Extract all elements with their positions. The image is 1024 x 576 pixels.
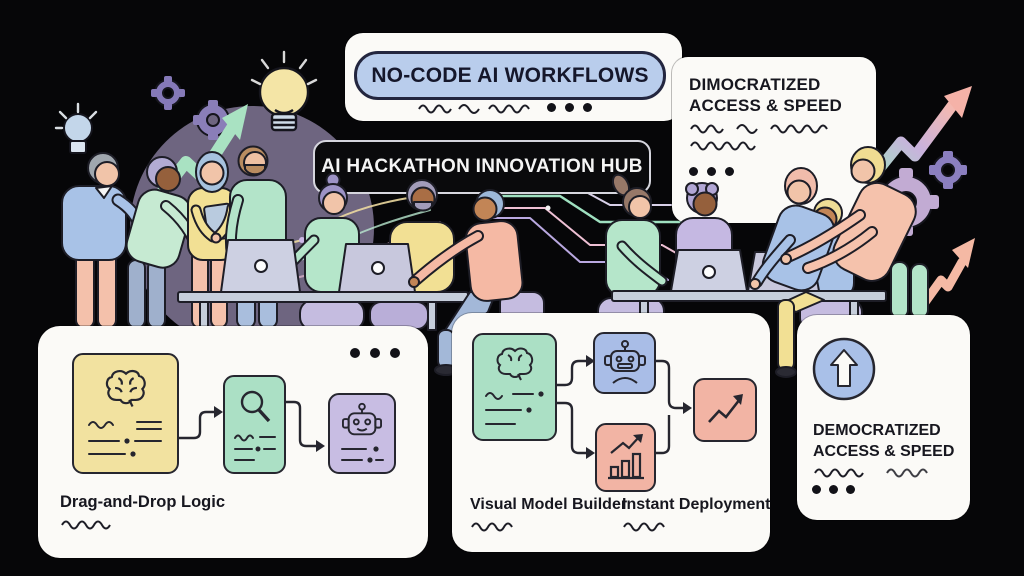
doc-lines [233, 434, 276, 461]
flow-node [472, 333, 557, 441]
ellipsis-dots [812, 485, 855, 494]
person-seated [605, 173, 668, 297]
trend-arrow-icon [708, 394, 743, 423]
card-title: DEMOCRATIZED ACCESS & SPEED [813, 422, 955, 460]
pill-label: NO-CODE AI WORKFLOWS [371, 63, 649, 87]
doc-lines [341, 446, 384, 463]
laptop [338, 243, 416, 293]
card-title: DIMOCRATIZED ACCESS & SPEED [689, 75, 843, 116]
person-standing [187, 151, 238, 329]
ellipsis-dots [689, 167, 734, 176]
gear-icon [929, 151, 967, 189]
squiggle-lines [418, 104, 530, 114]
gear-icon [151, 76, 185, 110]
flow-connectors [553, 355, 692, 459]
flow-node [593, 332, 656, 394]
card-label: Visual Model Builder [470, 496, 628, 513]
flow-node [595, 423, 656, 492]
desk [611, 290, 887, 302]
democratized-access-card: DEMOCRATIZED ACCESS & SPEED [797, 315, 970, 520]
robot-icon [603, 340, 646, 384]
workflow-pill: NO-CODE AI WORKFLOWS [354, 51, 666, 100]
chair [369, 301, 429, 330]
magnifier-icon [240, 390, 270, 423]
no-code-workflows-card: NO-CODE AI WORKFLOWS [345, 33, 682, 121]
robot-icon [342, 402, 382, 436]
squiggle-lines [690, 124, 828, 151]
desk-leg [427, 301, 437, 331]
laptop [220, 239, 301, 293]
person-standing [780, 146, 929, 319]
title-banner: AI HACKATHON INNOVATION HUB [313, 140, 651, 194]
card-label: Drag-and-Drop Logic [60, 493, 225, 511]
doc-lines [484, 391, 544, 425]
squiggle-underline [61, 520, 111, 530]
person-seated [408, 189, 545, 376]
dimocratized-access-card: DIMOCRATIZED ACCESS & SPEED [672, 57, 876, 223]
squiggle-underline [471, 522, 513, 532]
card-label: Instant Deployment [622, 496, 771, 513]
brain-icon [105, 369, 146, 407]
flow-connectors [175, 400, 325, 452]
doc-lines [87, 421, 162, 457]
lightbulb-icon [54, 102, 98, 154]
flow-node [72, 353, 179, 474]
growth-arrow-icon [913, 238, 975, 317]
squiggle-lines [814, 468, 928, 478]
brain-icon [496, 347, 533, 381]
banner-title: AI HACKATHON INNOVATION HUB [321, 156, 643, 177]
desk [177, 291, 469, 303]
lightbulb-icon [250, 50, 318, 132]
squiggle-underline [623, 522, 665, 532]
flow-node [223, 375, 286, 474]
ellipsis-dots [547, 103, 592, 112]
person-legs [775, 291, 825, 378]
up-arrow-icon [812, 337, 876, 401]
flow-node [328, 393, 396, 474]
flow-node [693, 378, 757, 442]
laptop [670, 249, 748, 292]
model-builder-card: Visual Model Builder Instant Deployment [452, 313, 770, 552]
drag-drop-card: Drag-and-Drop Logic [38, 326, 428, 558]
ellipsis-dots [350, 348, 400, 358]
growth-arrow-icon [866, 86, 972, 184]
bar-chart-icon [607, 434, 644, 480]
